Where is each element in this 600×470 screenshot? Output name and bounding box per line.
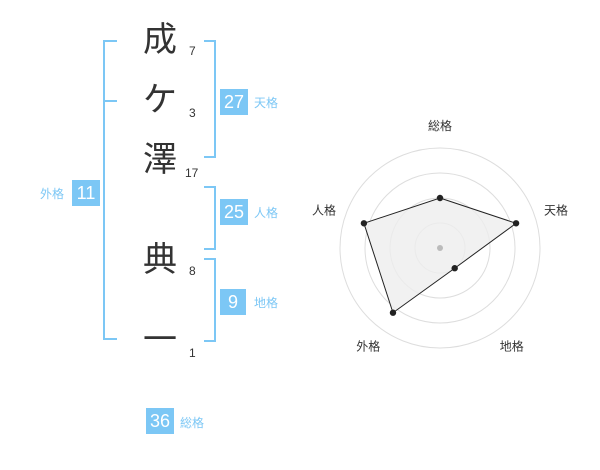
- radar-axis-label-3: 地格: [500, 339, 524, 354]
- gaikaku-label: 外格: [40, 187, 65, 201]
- soukaku-value: 36: [146, 408, 174, 434]
- radar-axis-label-5: 人格: [312, 202, 336, 217]
- radar-ring: [364, 172, 516, 324]
- stroke-count-2: 3: [189, 106, 196, 120]
- name-char-2: ケ: [143, 80, 177, 120]
- radar-ring: [339, 147, 541, 349]
- radar-axis-label-2: 天格: [544, 202, 568, 217]
- radar-point-1: [436, 194, 444, 202]
- radar-series-polygon: [363, 197, 518, 314]
- radar-axis-label-1: 総格: [428, 118, 452, 133]
- gaikaku-value: 11: [72, 180, 100, 206]
- stroke-count-3: 17: [185, 166, 199, 180]
- tenkaku-value: 27: [220, 89, 248, 115]
- stroke-count-1: 7: [189, 44, 196, 58]
- stroke-count-5: 1: [189, 346, 196, 360]
- radar-point-5: [360, 220, 368, 227]
- stroke-count-4: 8: [189, 264, 196, 278]
- radar-point-4: [389, 309, 397, 316]
- name-char-1: 成: [143, 20, 177, 60]
- name-char-5: 一: [143, 320, 177, 360]
- jinkaku-value: 25: [220, 199, 248, 225]
- radar-point-3: [451, 265, 458, 272]
- jinkaku-label: 人格: [254, 206, 279, 220]
- name-char-3: 澤: [143, 140, 177, 180]
- soukaku-label: 総格: [180, 416, 205, 430]
- radar-point-2: [512, 220, 520, 227]
- chikaku-value: 9: [220, 289, 246, 315]
- radar-center-dot: [437, 245, 443, 251]
- tenkaku-label: 天格: [254, 96, 279, 110]
- name-char-4: 典: [143, 240, 177, 280]
- radar-axis-label-4: 外格: [356, 339, 380, 354]
- chikaku-label: 地格: [254, 296, 279, 310]
